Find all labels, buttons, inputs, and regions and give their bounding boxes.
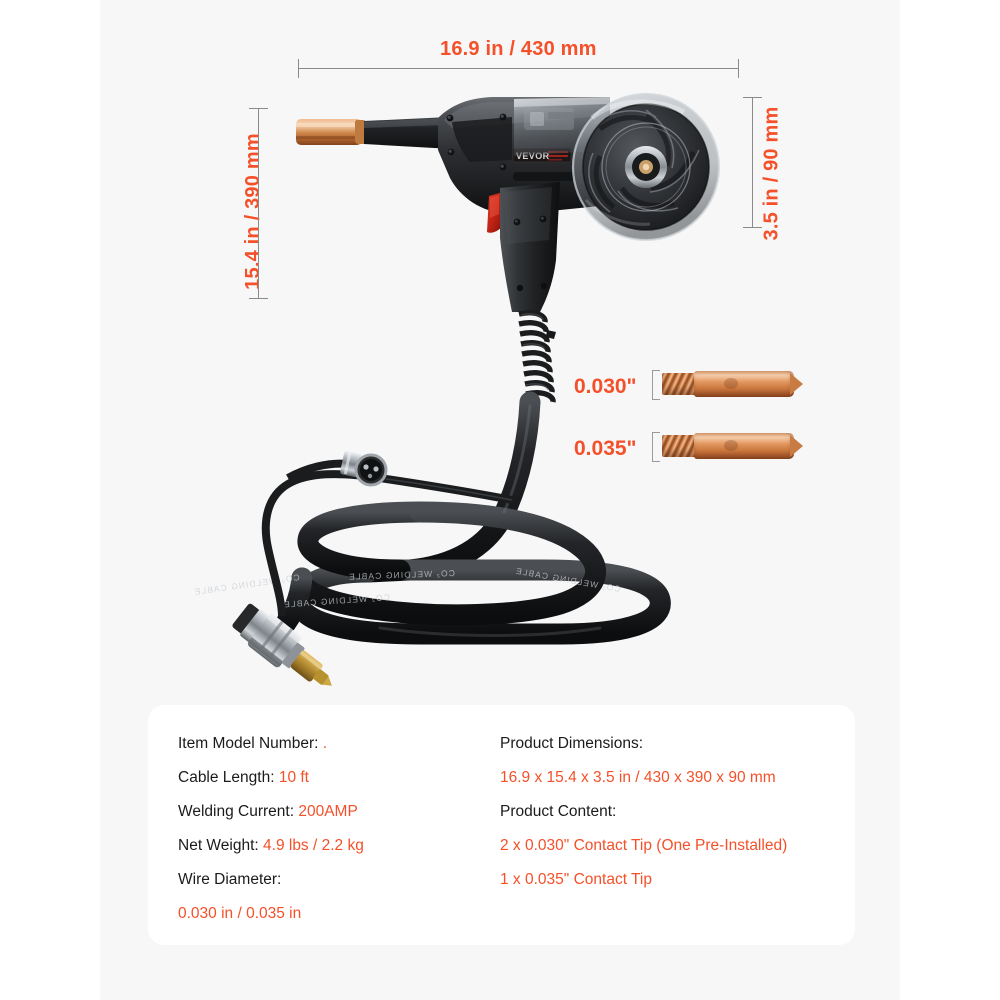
dimension-depth-tick-bottom <box>743 227 762 228</box>
spec-value: . <box>322 735 328 752</box>
spec-value: 1 x 0.035" Contact Tip <box>500 871 652 888</box>
contact-tip-small-label: 0.030" <box>574 375 637 398</box>
spec-line: 1 x 0.035" Contact Tip <box>500 863 845 897</box>
spec-value: 200AMP <box>298 803 358 820</box>
dimension-height-line <box>258 108 259 298</box>
spec-line: 0.030 in / 0.035 in <box>178 897 498 931</box>
spec-column-right: Product Dimensions: 16.9 x 15.4 x 3.5 in … <box>500 727 845 897</box>
dimension-width-tick-left <box>298 59 299 78</box>
spec-line: 2 x 0.030" Contact Tip (One Pre-Installe… <box>500 829 845 863</box>
spec-line: Cable Length: 10 ft <box>178 761 498 795</box>
spec-key: Product Content: <box>500 803 617 820</box>
contact-tip-large-label: 0.035" <box>574 437 637 460</box>
contact-tip-small-bracket <box>652 370 660 400</box>
contact-tip-thread <box>662 373 696 395</box>
dimension-width-label: 16.9 in / 430 mm <box>440 38 597 60</box>
euro-connector <box>232 603 332 686</box>
svg-text:CO₂ WELDING CABLE: CO₂ WELDING CABLE <box>348 568 455 582</box>
spec-key: Net Weight: <box>178 837 264 854</box>
spec-value: 0.030 in / 0.035 in <box>178 905 302 922</box>
spec-line: Net Weight: 4.9 lbs / 2.2 kg <box>178 829 498 863</box>
nozzle-contact-tip <box>296 119 366 145</box>
spec-value: 10 ft <box>278 769 309 786</box>
contact-tip-large-bracket <box>652 432 660 462</box>
svg-text:CO₂ WELDING CABLE: CO₂ WELDING CABLE <box>193 572 300 597</box>
spec-line: Item Model Number: . <box>178 727 498 761</box>
dimension-depth-tick-top <box>743 97 762 98</box>
welding-cable <box>271 391 671 645</box>
wire-spool <box>571 92 721 242</box>
spec-line: Product Content: <box>500 795 845 829</box>
spec-line: Welding Current: 200AMP <box>178 795 498 829</box>
contact-tip-marking <box>724 378 738 389</box>
spec-value: 16.9 x 15.4 x 3.5 in / 430 x 390 x 90 mm <box>500 769 776 786</box>
spec-key: Cable Length: <box>178 769 279 786</box>
contact-tip-body <box>694 371 794 397</box>
spec-line: 16.9 x 15.4 x 3.5 in / 430 x 390 x 90 mm <box>500 761 845 795</box>
spec-key: Product Dimensions: <box>500 735 644 752</box>
dimension-height-label: 15.4 in / 390 mm <box>241 133 264 290</box>
product-photo-welding-gun: VEVOR <box>193 92 721 686</box>
contact-tip-body <box>694 433 794 459</box>
dimension-depth-label: 3.5 in / 90 mm <box>760 106 783 241</box>
control-connector <box>340 450 388 487</box>
dimension-width-line <box>298 68 738 69</box>
spec-key: Welding Current: <box>178 803 299 820</box>
dimension-depth-line <box>752 97 753 227</box>
spec-key: Wire Diameter: <box>178 871 282 888</box>
dimension-height-tick-bottom <box>249 298 268 299</box>
spec-value: 4.9 lbs / 2.2 kg <box>263 837 364 854</box>
spec-line: Wire Diameter: <box>178 863 498 897</box>
trigger <box>487 192 503 233</box>
dimension-height-tick-top <box>249 108 268 109</box>
dimension-width-tick-right <box>738 59 739 78</box>
spec-line: Product Dimensions: <box>500 727 845 761</box>
spec-value: 2 x 0.030" Contact Tip (One Pre-Installe… <box>500 837 788 854</box>
contact-tip-thread <box>662 435 696 457</box>
contact-tip-marking <box>724 440 738 451</box>
svg-text:VEVOR: VEVOR <box>516 151 550 161</box>
spec-key: Item Model Number: <box>178 735 323 752</box>
contact-tip-nose <box>790 373 803 395</box>
contact-tip-nose <box>790 435 803 457</box>
